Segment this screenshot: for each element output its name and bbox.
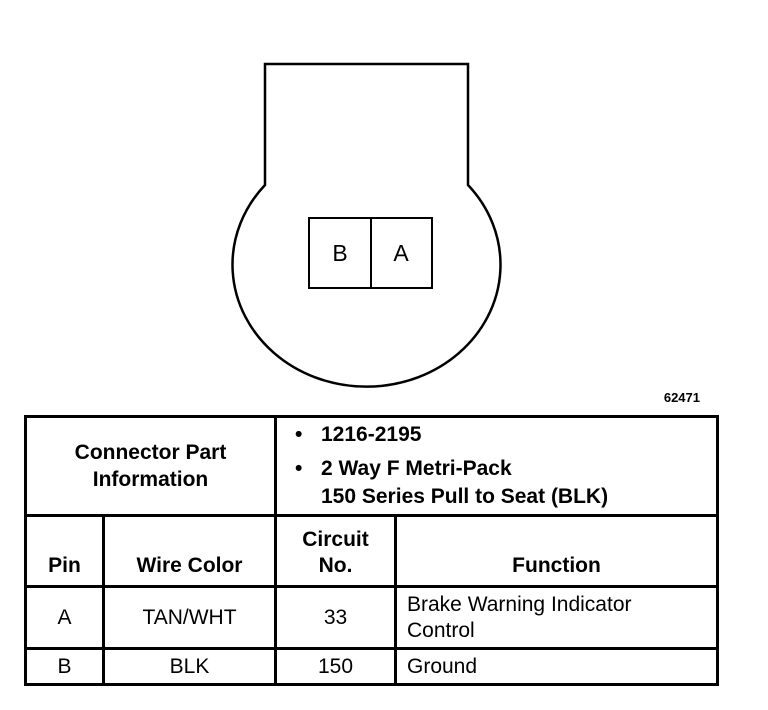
table-row: A TAN/WHT 33 Brake Warning Indicator Con…	[24, 585, 719, 650]
part-description-line2: 150 Series Pull to Seat (BLK)	[321, 485, 609, 508]
part-info-label-line1: Connector Part	[74, 441, 227, 464]
col-header-circuit-line1: Circuit	[302, 528, 369, 551]
part-number: 1216-2195	[321, 423, 422, 446]
part-description-item: • 2 Way F Metri-Pack 150 Series Pull to …	[295, 455, 716, 511]
col-header-pin: Pin	[24, 514, 105, 588]
function-line2: Control	[407, 618, 475, 642]
cavity-a-box	[370, 217, 433, 289]
part-description-line1: 2 Way F Metri-Pack	[321, 457, 512, 480]
part-info-label: Connector Part Information	[24, 415, 277, 517]
pin-cell: B	[24, 647, 105, 686]
figure-number: 62471	[663, 390, 700, 405]
part-number-item: • 1216-2195	[295, 421, 716, 449]
col-header-circuit-line2: No.	[318, 554, 353, 577]
part-info-row: Connector Part Information • 1216-2195 •…	[24, 415, 719, 517]
function-cell: Ground	[394, 647, 719, 686]
function-line1: Ground	[407, 654, 478, 678]
table-row: B BLK 150 Ground	[24, 647, 719, 686]
connector-info-table: Connector Part Information • 1216-2195 •…	[24, 415, 719, 686]
function-line1: Brake Warning Indicator	[407, 592, 632, 616]
connector-face-diagram: B A	[231, 62, 502, 388]
function-cell: Brake Warning Indicator Control	[394, 585, 719, 650]
connector-body-outline	[231, 62, 502, 388]
wire-color-cell: TAN/WHT	[102, 585, 277, 650]
part-info-label-line2: Information	[92, 468, 209, 491]
col-header-function: Function	[394, 514, 719, 588]
bullet-icon: •	[295, 457, 303, 480]
part-info-details: • 1216-2195 • 2 Way F Metri-Pack 150 Ser…	[274, 415, 719, 517]
circuit-cell: 33	[274, 585, 397, 650]
circuit-cell: 150	[274, 647, 397, 686]
col-header-wire-color: Wire Color	[102, 514, 277, 588]
cavity-a-label: A	[393, 240, 409, 266]
col-header-circuit: Circuit No.	[274, 514, 397, 588]
pin-cell: A	[24, 585, 105, 650]
bullet-icon: •	[295, 423, 303, 446]
wire-color-cell: BLK	[102, 647, 277, 686]
cavity-b-label: B	[332, 240, 347, 266]
column-header-row: Pin Wire Color Circuit No. Function	[24, 514, 719, 588]
